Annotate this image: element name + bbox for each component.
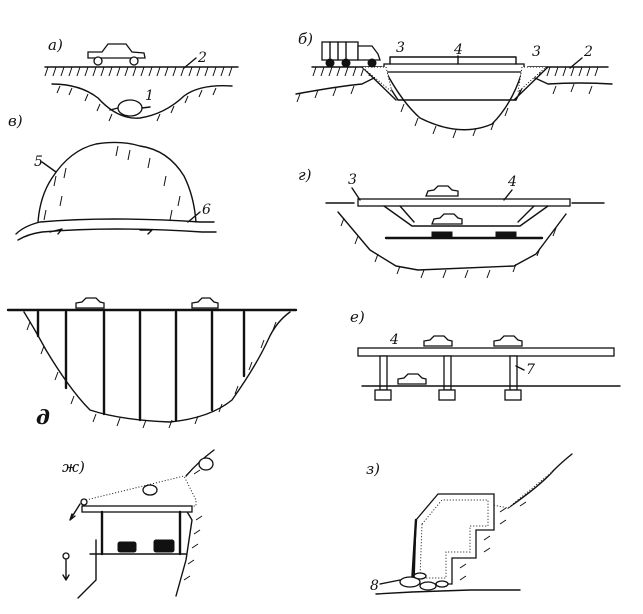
panel-b-truck (321, 41, 381, 68)
panel-d-valley-outline (23, 311, 291, 423)
panel-z: з) 8 (366, 453, 573, 595)
panel-zh-rock-1 (142, 484, 158, 496)
panel-g-letter: г) (298, 166, 312, 184)
panel-b-bridge-deck (383, 63, 525, 73)
panel-b-label-3-left: 3 (396, 40, 405, 56)
panel-zh-rock-hatch (183, 457, 211, 581)
panel-e-car-2 (493, 335, 523, 347)
panel-d-car-2 (191, 297, 219, 309)
panel-zh-rock-face (175, 509, 193, 597)
panel-zh-rock-falling (198, 457, 214, 471)
panel-d-letter: д (36, 405, 50, 429)
panel-e-label-4: 4 (389, 332, 399, 348)
panel-z-wall-face (410, 518, 418, 586)
panel-zh-letter: ж) (62, 458, 85, 476)
panel-a: а) 2 1 (44, 36, 239, 122)
panel-g-label-4: 4 (507, 174, 517, 190)
panel-e-letter: е) (350, 308, 365, 326)
panel-zh-car-2 (153, 539, 175, 553)
panel-a-label-1: 1 (145, 88, 154, 104)
panel-z-drain-stones (399, 572, 449, 591)
panel-g-car-mid (431, 213, 463, 225)
panel-e-car-1 (423, 335, 453, 347)
panel-d: д (6, 297, 298, 429)
panel-v-label-6: 6 (202, 202, 211, 218)
panel-z-letter: з) (366, 460, 380, 478)
panel-zh-arrow-upper (69, 503, 81, 521)
panel-zh-gallery-roof-fill (85, 475, 197, 511)
panel-a-culvert-pipe (117, 99, 143, 117)
panel-zh-arrow-lower (62, 559, 70, 581)
panel-z-label-8: 8 (370, 578, 379, 594)
panel-e-piers (374, 355, 522, 401)
panel-zh: ж) (62, 449, 215, 599)
panel-a-ravine-hatch (56, 85, 217, 122)
panel-g-car-lower-1 (431, 231, 453, 238)
panel-b-label-3-right: 3 (532, 44, 541, 60)
panel-a-label-2: 2 (197, 50, 207, 66)
panel-v-tunnel-top (15, 218, 215, 235)
panel-z-backfill-hatch (459, 501, 527, 581)
panel-z-upper-slope (507, 453, 573, 509)
panel-b-ravine-hatch (296, 83, 593, 139)
panel-zh-car-1 (117, 541, 137, 553)
panel-a-car (87, 43, 146, 66)
panel-a-letter: а) (48, 36, 63, 54)
panel-g: г) 3 4 (298, 166, 605, 279)
panel-g-ravine-outline (337, 211, 567, 271)
panel-v-letter: в) (8, 112, 23, 130)
panel-v-hill-hatch (43, 145, 181, 221)
panel-v-hill-outline (37, 141, 197, 223)
panel-g-label-3: 3 (348, 172, 357, 188)
panel-g-bridge-frame (383, 205, 549, 227)
panel-z-base-line (375, 589, 521, 595)
panel-a-surface-hatch (44, 66, 233, 77)
panel-b-letter: б) (298, 30, 313, 48)
panel-b-label-4: 4 (453, 42, 463, 58)
panel-zh-gallery-slab (81, 505, 193, 513)
panel-e-label-7: 7 (526, 362, 535, 378)
panel-g-car-lower-2 (495, 231, 517, 238)
panel-v-tunnel-bottom (17, 228, 217, 241)
panel-e-bridge-deck (357, 347, 615, 357)
panel-v-label-5: 5 (34, 154, 43, 170)
panel-b-ravine-outline (295, 71, 613, 131)
panel-v: в) 5 6 (8, 112, 217, 241)
panel-g-car-top (425, 185, 459, 197)
panel-e: е) 4 7 (350, 308, 621, 401)
panel-d-piers (36, 310, 246, 422)
panel-g-bridge-deck (357, 198, 571, 207)
panel-a-ravine-outline (51, 83, 233, 119)
panel-d-car-1 (75, 297, 105, 309)
panel-e-car-lower (397, 373, 427, 385)
panel-b: б) 3 4 3 2 (295, 30, 613, 139)
panel-g-ravine-hatch (340, 217, 557, 279)
panel-v-flow-arrows (49, 228, 153, 235)
panel-zh-outer-slope (77, 539, 97, 599)
panel-d-valley-hatch (26, 321, 277, 429)
panel-b-label-2: 2 (583, 44, 593, 60)
